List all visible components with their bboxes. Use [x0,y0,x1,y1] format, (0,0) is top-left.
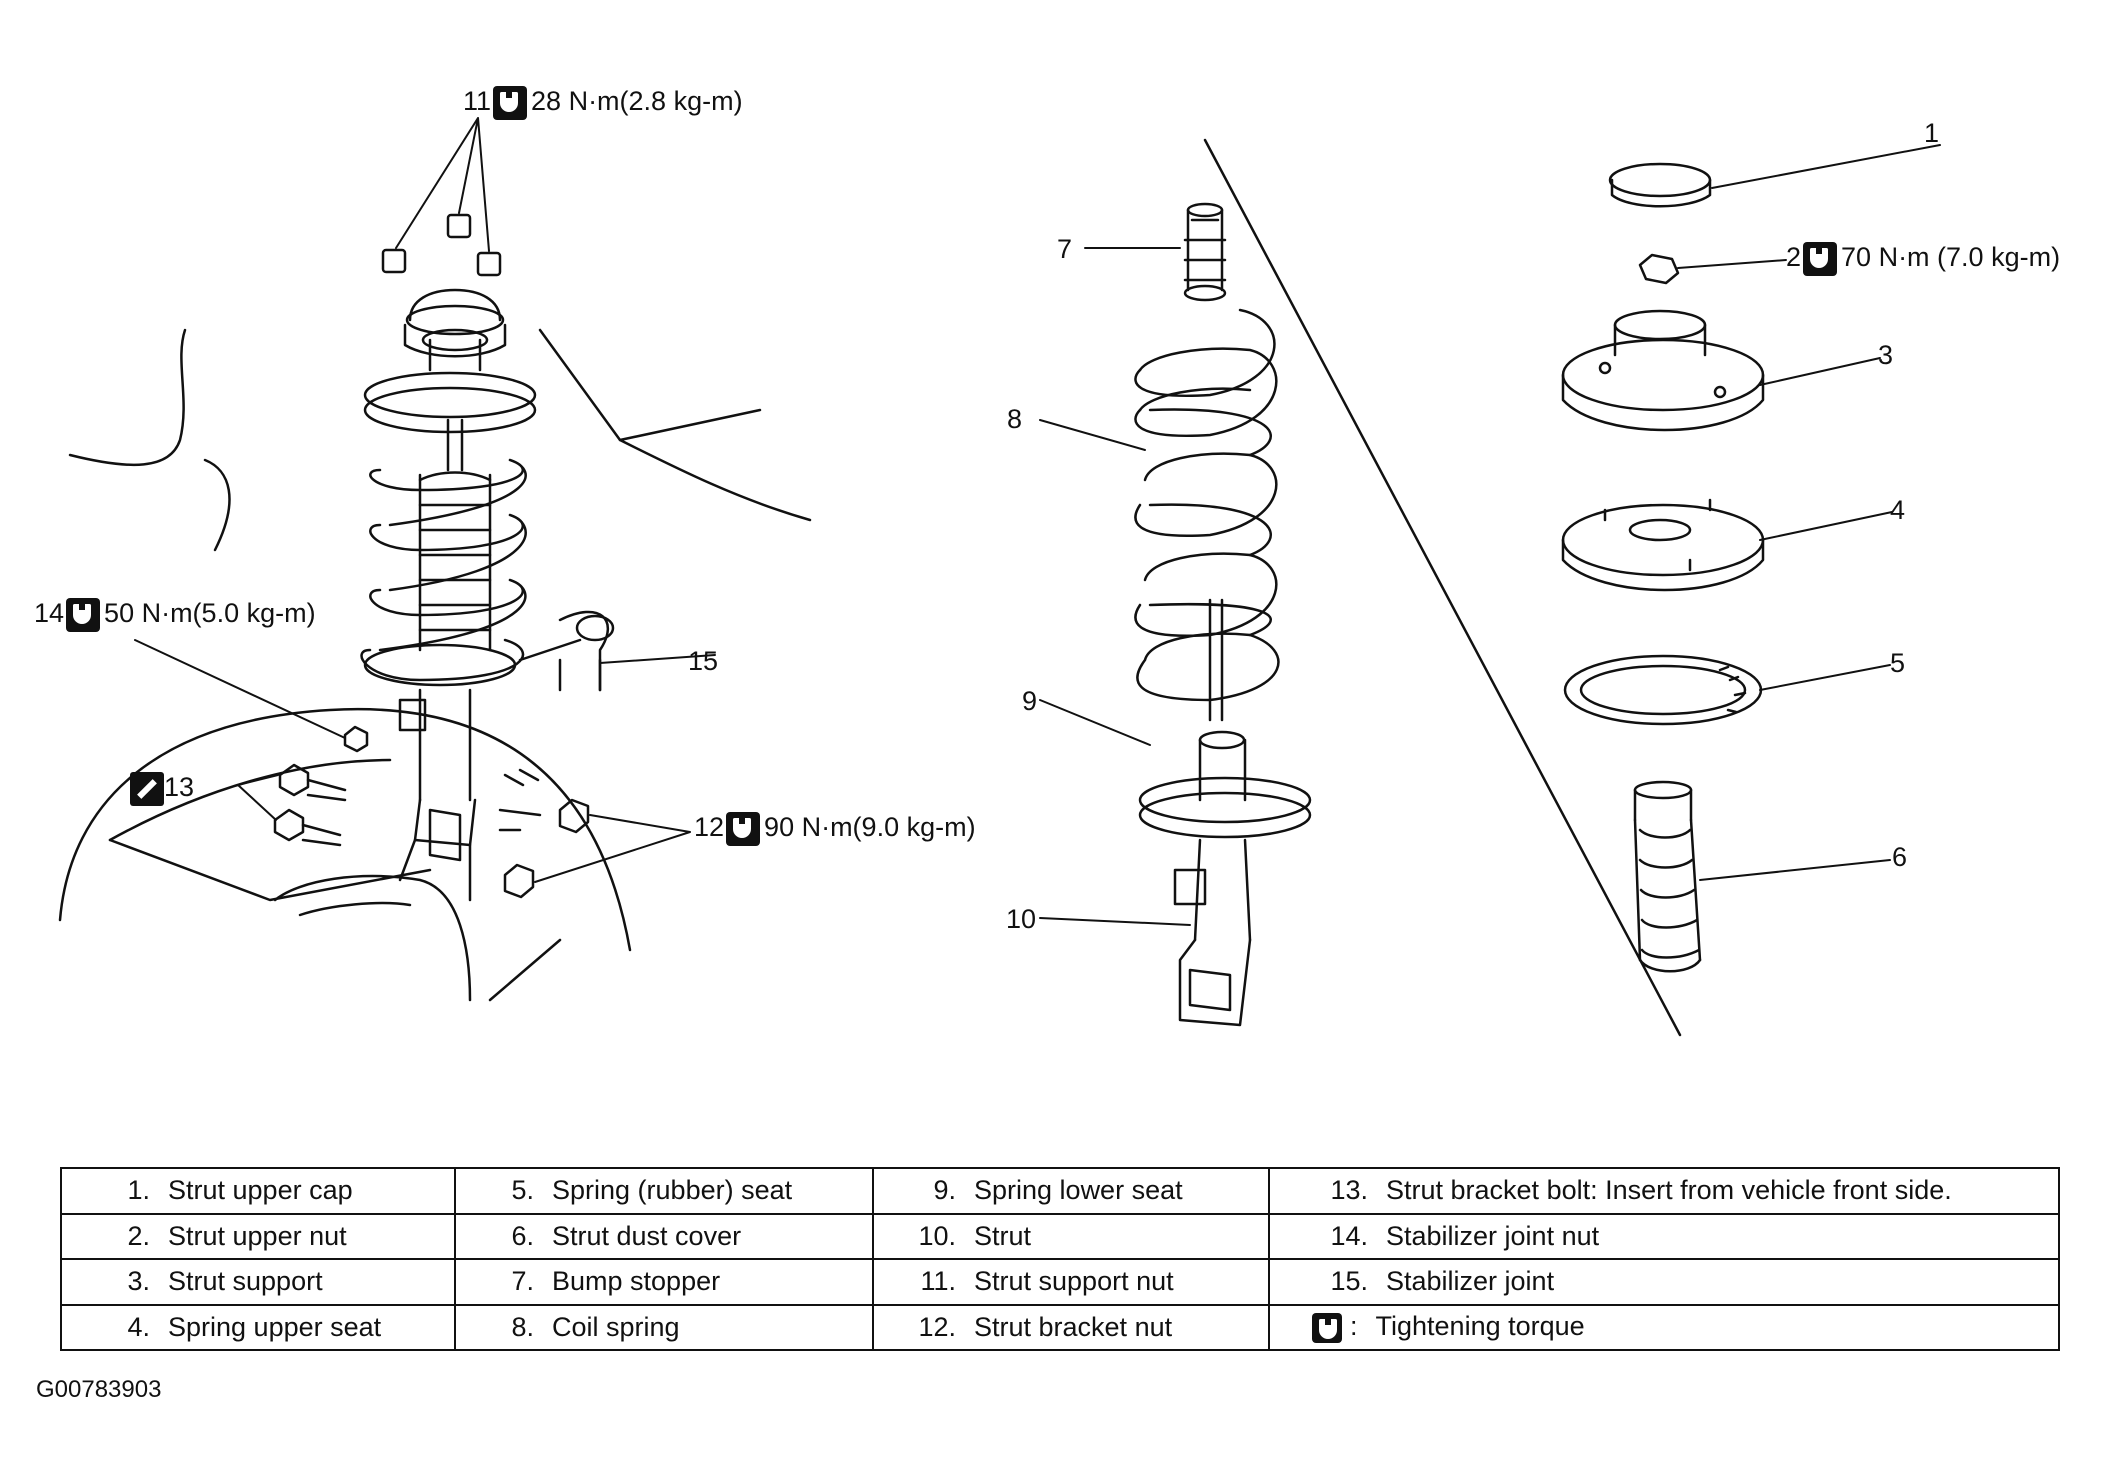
legend-cell: 5.Spring (rubber) seat [454,1167,874,1215]
callout-8: 8 [1007,404,1022,434]
callout-4-number: 4 [1890,495,1906,525]
legend-cell: 12.Strut bracket nut [872,1303,1270,1351]
callout-12: 12 90 N·m(9.0 kg-m) [694,812,976,846]
callout-10: 10 [1006,904,1036,934]
legend-cell: 4.Spring upper seat [60,1303,456,1351]
callout-14-torque: 50 N·m(5.0 kg-m) [104,598,316,629]
callout-12-torque: 90 N·m(9.0 kg-m) [764,812,976,843]
legend-cell: 13.Strut bracket bolt: Insert from vehic… [1268,1167,2060,1215]
strut-bracket-bolt-drawing [273,763,347,847]
installed-strut-assembly [58,213,812,1002]
legend-cell: 14.Stabilizer joint nut [1268,1212,2060,1260]
callout-13: 13 [130,772,194,806]
callout-14-number: 14 [34,598,65,629]
callout-3-number: 3 [1878,340,1894,370]
callout-3: 3 [1878,340,1893,370]
legend-cell: 8.Coil spring [454,1303,874,1351]
callout-11-torque: 28 N·m(2.8 kg-m) [531,86,743,117]
callout-15-number: 15 [688,646,719,676]
tightening-torque-icon [1803,242,1838,276]
right-leader-lines [1039,144,1941,926]
callout-11: 11 28 N·m(2.8 kg-m) [463,86,743,120]
table-row: 2.Strut upper nut 6.Strut dust cover 10.… [60,1212,2060,1260]
legend-cell: 9.Spring lower seat [872,1167,1270,1215]
tightening-torque-icon [66,598,101,632]
right-top-mount-stack [1561,162,1765,973]
callout-2-torque: 70 N·m (7.0 kg-m) [1841,242,2061,273]
tightening-torque-icon [726,812,761,846]
callout-1-number: 1 [1924,118,1940,148]
callout-5-number: 5 [1890,648,1906,678]
callout-9-number: 9 [1022,686,1038,716]
figure-code: G00783903 [36,1376,162,1403]
callout-5: 5 [1890,648,1905,678]
callout-14: 14 50 N·m(5.0 kg-m) [34,598,316,632]
callout-8-number: 8 [1007,404,1023,434]
callout-2-number: 2 [1786,242,1802,273]
table-row: 1.Strut upper cap 5.Spring (rubber) seat… [60,1167,2060,1215]
callout-2: 2 70 N·m (7.0 kg-m) [1786,242,2060,276]
tightening-torque-icon [1312,1313,1342,1344]
callout-13-number: 13 [164,772,195,803]
callout-6-number: 6 [1892,842,1908,872]
left-leader-lines [134,117,716,883]
callout-7-number: 7 [1057,234,1073,264]
middle-exploded-strut [1134,138,1682,1037]
callout-15: 15 [688,646,718,676]
legend-cell: 1.Strut upper cap [60,1167,456,1215]
legend-cell: 15.Stabilizer joint [1268,1258,2060,1306]
callout-12-number: 12 [694,812,725,843]
insert-direction-icon [130,772,164,806]
legend-cell: 11.Strut support nut [872,1258,1270,1306]
callout-6: 6 [1892,842,1907,872]
tightening-torque-icon [493,86,528,120]
callout-4: 4 [1890,495,1905,525]
parts-legend-table: 1.Strut upper cap 5.Spring (rubber) seat… [60,1167,2060,1351]
strut-support-nut-drawing [381,213,502,277]
callout-7: 7 [1057,234,1072,264]
legend-cell: 2.Strut upper nut [60,1212,456,1260]
legend-cell: 3.Strut support [60,1258,456,1306]
callout-11-number: 11 [463,86,492,117]
callout-10-number: 10 [1006,904,1037,934]
callout-9: 9 [1022,686,1037,716]
legend-cell: 6.Strut dust cover [454,1212,874,1260]
legend-cell: 10.Strut [872,1212,1270,1260]
callout-1: 1 [1924,118,1939,148]
legend-cell: 7.Bump stopper [454,1258,874,1306]
table-row: 3.Strut support 7.Bump stopper 11.Strut … [60,1258,2060,1306]
table-row: 4.Spring upper seat 8.Coil spring 12.Str… [60,1303,2060,1351]
legend-cell: :Tightening torque [1268,1303,2060,1351]
